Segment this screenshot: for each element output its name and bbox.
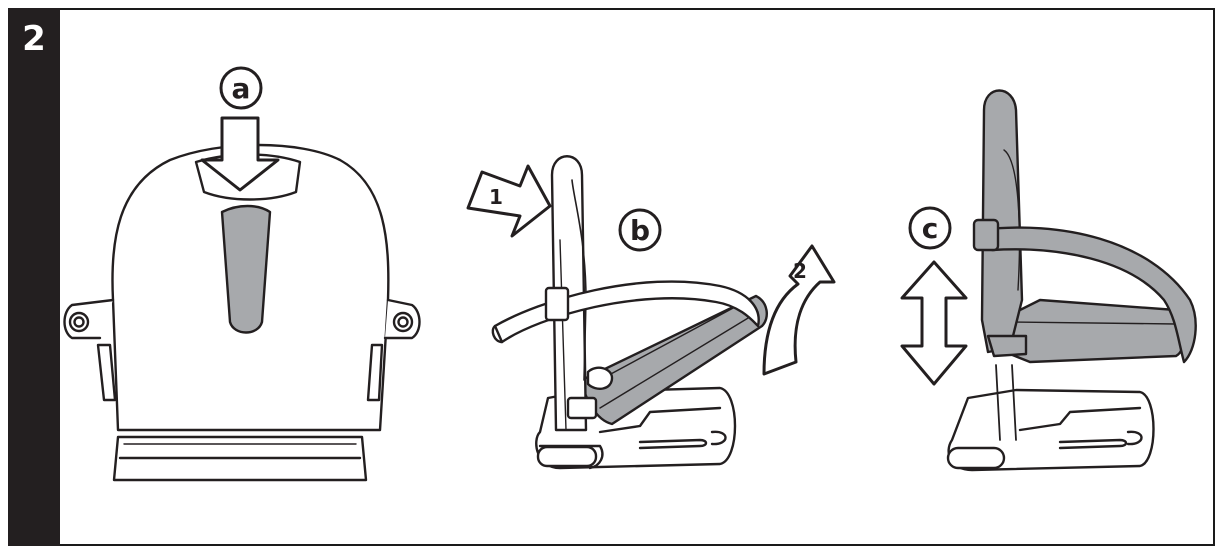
figure-c-seat-side: [900, 89, 1197, 472]
step-bar: [8, 8, 60, 546]
figure-b-seat-side: [466, 155, 836, 470]
callout-a-label: a: [232, 72, 251, 105]
figure-a-seat-back: [63, 66, 421, 482]
arrow-2-label: 2: [793, 259, 807, 283]
callout-c-label: c: [922, 212, 939, 245]
callout-b-label: b: [630, 214, 650, 247]
step-number: 2: [22, 19, 46, 59]
arrow-1-label: 1: [489, 185, 503, 209]
